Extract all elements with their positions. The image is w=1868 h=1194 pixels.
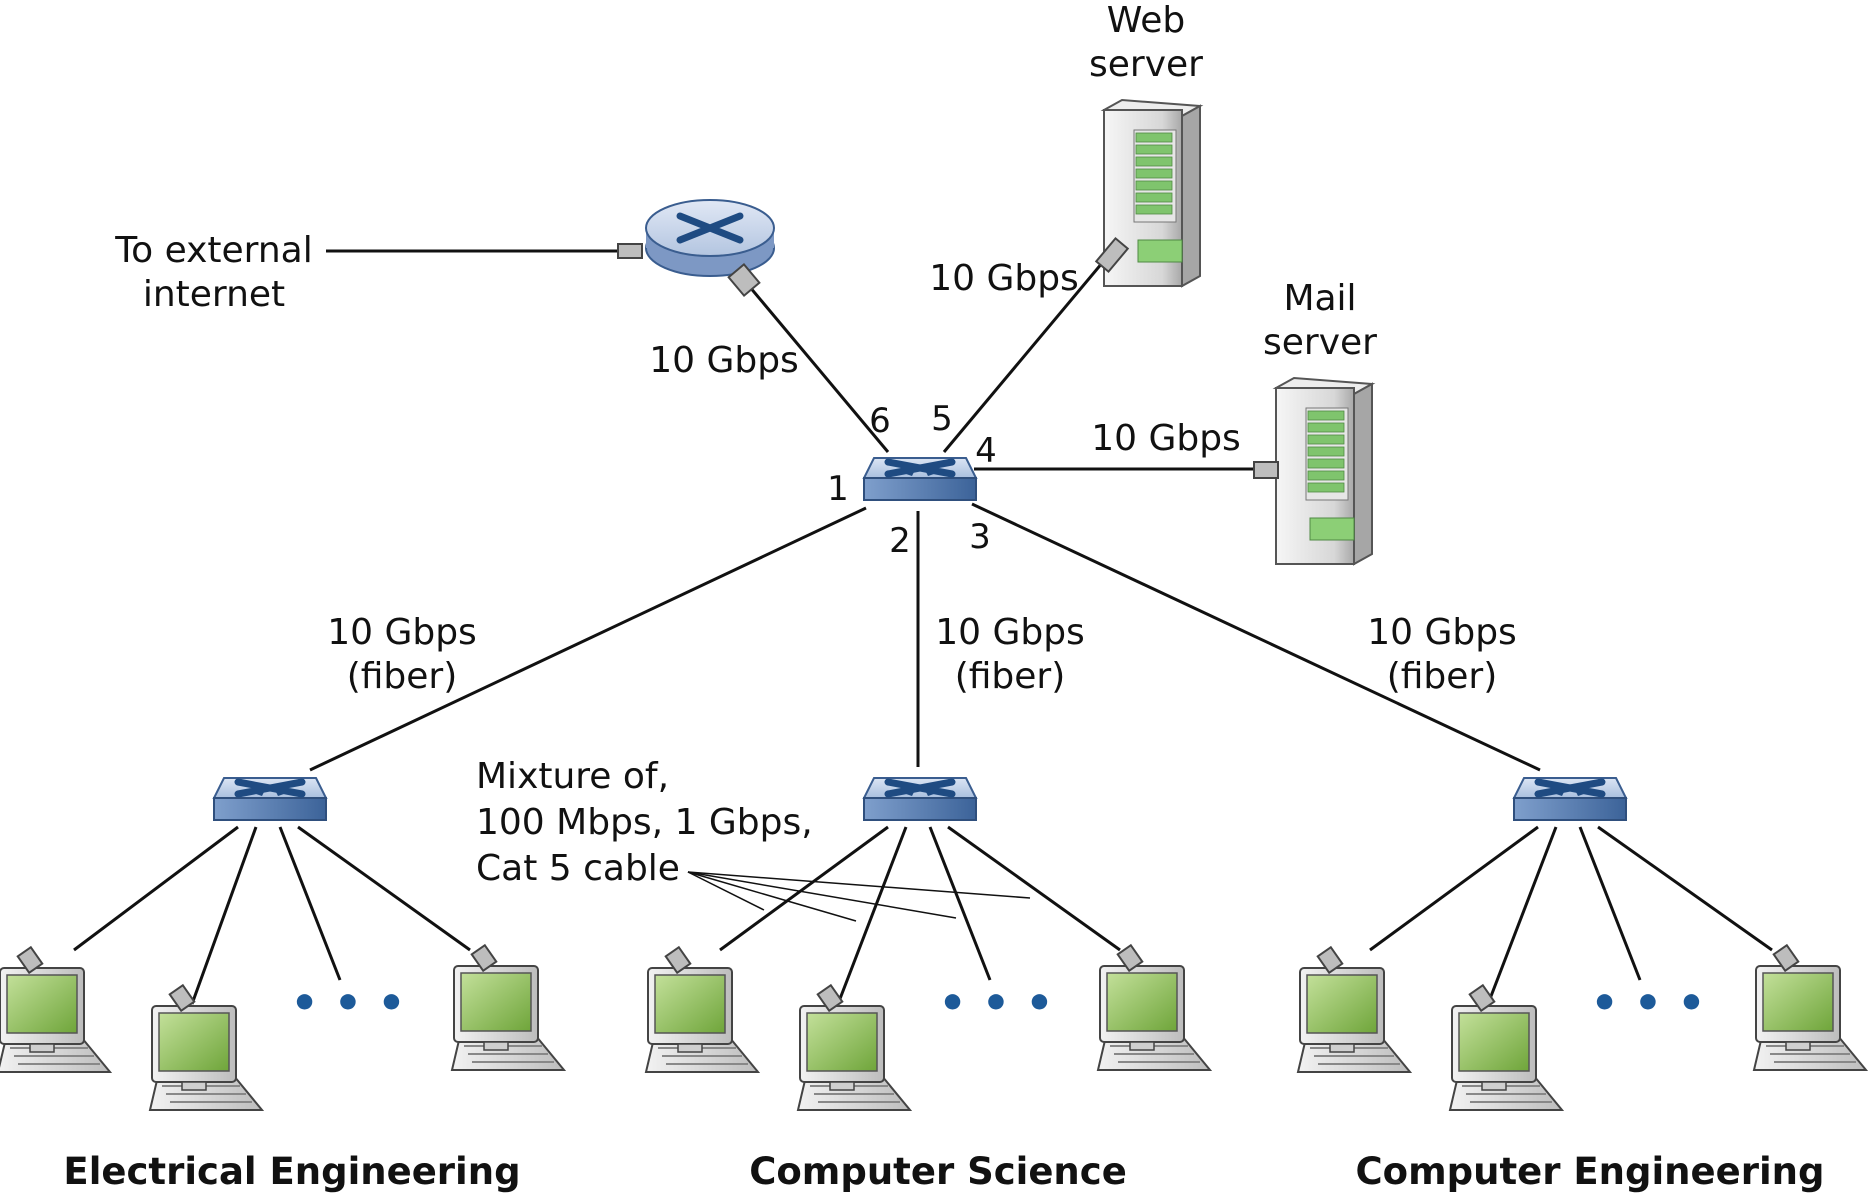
external-label-2: internet [143,274,285,315]
cable-callout [687,871,1031,922]
computer-icon [797,984,911,1111]
router-icon [617,199,775,298]
ellipsis-cs: • • • [938,978,1053,1029]
web-server-label-2: server [1089,44,1203,85]
link-label-web-core: 10 Gbps [929,258,1079,299]
computer-icon [0,946,111,1073]
web-server-label-1: Web [1107,0,1186,41]
link-label-ce-2: (fiber) [1387,656,1498,697]
link-label-router-core: 10 Gbps [649,340,799,381]
port-2: 2 [889,521,911,561]
web-server-icon [1094,99,1201,287]
dept-computer-science: Computer Science [749,1150,1127,1193]
cs-switch-icon [864,778,976,820]
computer-icon [1753,944,1867,1071]
link-core-ee [309,506,867,772]
computer-icon [645,946,759,1073]
computer-icon [451,944,565,1071]
link-label-ee-1: 10 Gbps [327,612,477,653]
dept-computer-engineering: Computer Engineering [1356,1150,1825,1193]
port-1: 1 [827,469,849,509]
link-router-core [742,279,890,453]
core-switch-icon [864,458,976,500]
link-label-cs-1: 10 Gbps [935,612,1085,653]
cable-note-2: 100 Mbps, 1 Gbps, [476,802,813,843]
link-label-ee-2: (fiber) [347,656,458,697]
dept-electrical-engineering: Electrical Engineering [63,1150,520,1193]
link-core-ce [971,502,1541,772]
external-label-1: To external [114,230,312,271]
cable-note-1: Mixture of, [476,756,669,797]
link-label-mail-core: 10 Gbps [1091,418,1241,459]
port-4: 4 [975,431,997,471]
cable-note-3: Cat 5 cable [476,848,680,889]
link-web-core [942,243,1120,453]
links [73,243,1773,1005]
link-label-cs-2: (fiber) [955,656,1066,697]
port-6: 6 [869,401,891,441]
port-5: 5 [931,399,953,439]
ee-switch-icon [214,778,326,820]
port-3: 3 [969,517,991,557]
computer-icon [1097,944,1211,1071]
mail-server-label-2: server [1263,322,1377,363]
mail-server-label-1: Mail [1283,278,1356,319]
computer-icon [1449,984,1563,1111]
computer-icon [1297,946,1411,1073]
ellipsis-ce: • • • [1590,978,1705,1029]
computer-icon [149,984,263,1111]
ce-switch-icon [1514,778,1626,820]
mail-server-icon [1253,377,1373,565]
ellipsis-ee: • • • [290,978,405,1029]
link-label-ce-1: 10 Gbps [1367,612,1517,653]
